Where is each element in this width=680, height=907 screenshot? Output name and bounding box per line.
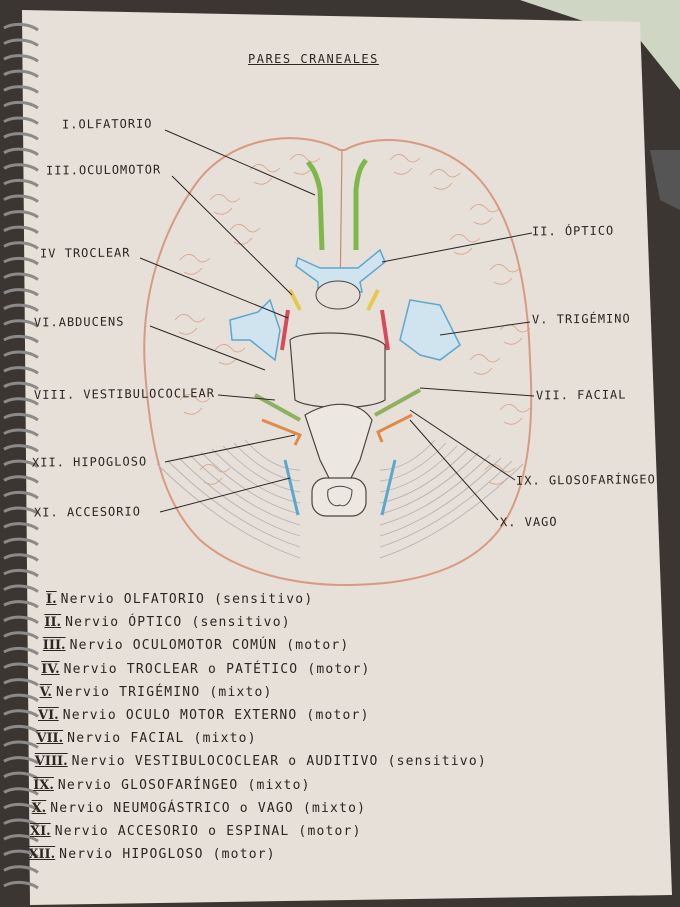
legend-item: VIII.Nervio VESTIBULOCOCLEAR o AUDITIVO …: [35, 754, 487, 769]
olfactory-tract-right: [353, 158, 368, 250]
label-abducens: VI.ABDUCENS: [33, 314, 125, 330]
label-vestibulo: VIII. VESTIBULOCOCLEAR: [33, 386, 216, 402]
label-facial: VII. FACIAL: [535, 387, 627, 403]
glossopharyngeal-right: [376, 413, 413, 443]
label-optico: II. ÓPTICO: [531, 223, 615, 239]
legend-numeral: IV.: [41, 661, 60, 677]
accessory-right: [380, 459, 397, 516]
facial-nerve-right: [374, 388, 421, 417]
legend-item: V.Nervio TRIGÉMINO (mixto): [40, 685, 273, 700]
legend-numeral: XI.: [30, 824, 51, 839]
legend-item: XII.Nervio HIPOGLOSO (motor): [28, 847, 275, 862]
legend-item: I.Nervio OLFATORIO (sensitivo): [46, 592, 313, 607]
legend-text: Nervio TROCLEAR o PATÉTICO (motor): [63, 661, 371, 677]
label-troclear: IV TROCLEAR: [39, 245, 131, 261]
legend-numeral: VIII.: [34, 754, 68, 770]
legend-numeral: IX.: [33, 777, 54, 793]
olfactory-tract-left: [305, 160, 325, 251]
legend-item: IX.Nervio GLOSOFARÍNGEO (mixto): [33, 778, 310, 793]
trochlear-nerve-right: [380, 309, 390, 351]
legend-item: II.Nervio ÓPTICO (sensitivo): [44, 615, 290, 630]
medulla-section: [311, 477, 367, 517]
glossopharyngeal-left: [261, 418, 303, 446]
legend-numeral: X.: [31, 800, 47, 816]
legend-text: Nervio GLOSOFARÍNGEO (mixto): [57, 777, 311, 793]
brainstem: [289, 332, 386, 409]
legend-text: Nervio TRIGÉMINO (mixto): [55, 684, 273, 700]
brain-diagram: [143, 137, 533, 587]
oculomotor-nerve-left: [288, 289, 302, 311]
spiral-binding: [3, 22, 39, 890]
accessory-left: [283, 459, 300, 516]
label-trigemino: V. TRIGÉMINO: [531, 311, 631, 327]
legend-numeral: VII.: [36, 731, 64, 747]
legend-item: VI.Nervio OCULO MOTOR EXTERNO (motor): [38, 708, 370, 723]
trigeminal-left: [229, 298, 281, 362]
optic-chiasm: [295, 248, 386, 293]
legend-text: Nervio HIPOGLOSO (motor): [59, 847, 276, 863]
label-accesorio: XI. ACCESORIO: [33, 504, 141, 520]
label-hipogloso: XII. HIPOGLOSO: [31, 454, 148, 470]
legend-text: Nervio NEUMOGÁSTRICO o VAGO (mixto): [50, 800, 367, 816]
page-title: PARES CRANEALES: [248, 52, 379, 66]
legend-text: Nervio FACIAL (mixto): [67, 731, 257, 747]
legend-item: IV.Nervio TROCLEAR o PATÉTICO (motor): [41, 662, 370, 677]
legend-numeral: XII.: [28, 847, 56, 863]
legend-numeral: I.: [46, 592, 57, 607]
legend-text: Nervio OCULOMOTOR COMÚN (motor): [69, 638, 350, 654]
legend-numeral: V.: [39, 684, 52, 700]
leader-lines: [139, 129, 535, 521]
legend-text: Nervio ACCESORIO o ESPINAL (motor): [54, 824, 362, 839]
cerebellum: [156, 439, 524, 559]
label-vago: X. VAGO: [499, 514, 558, 530]
medulla-butterfly: [327, 485, 353, 507]
trochlear-nerve-left: [280, 309, 290, 351]
legend-text: Nervio ÓPTICO (sensitivo): [65, 615, 291, 631]
label-olfatorio: I.OLFATORIO: [61, 116, 153, 132]
label-gloso: IX. GLOSOFARÍNGEO: [515, 472, 656, 488]
pituitary: [315, 280, 361, 310]
legend-text: Nervio OLFATORIO (sensitivo): [60, 592, 314, 607]
legend-numeral: VI.: [38, 708, 59, 723]
brain-outline: [143, 137, 533, 587]
legend-text: Nervio OCULO MOTOR EXTERNO (motor): [62, 708, 370, 723]
label-oculomotor: III.OCULOMOTOR: [45, 162, 162, 178]
legend-item: III.Nervio OCULOMOTOR COMÚN (motor): [43, 638, 350, 653]
legend-item: X.Nervio NEUMOGÁSTRICO o VAGO (mixto): [32, 801, 367, 816]
trigeminal-right: [399, 299, 461, 361]
oculomotor-nerve-right: [366, 289, 380, 311]
legend-text: Nervio VESTIBULOCOCLEAR o AUDITIVO (sens…: [71, 754, 487, 770]
legend-numeral: II.: [44, 615, 62, 631]
legend-item: VII.Nervio FACIAL (mixto): [36, 731, 256, 746]
legend-numeral: III.: [42, 638, 66, 654]
legend-item: XI.Nervio ACCESORIO o ESPINAL (motor): [30, 824, 362, 839]
